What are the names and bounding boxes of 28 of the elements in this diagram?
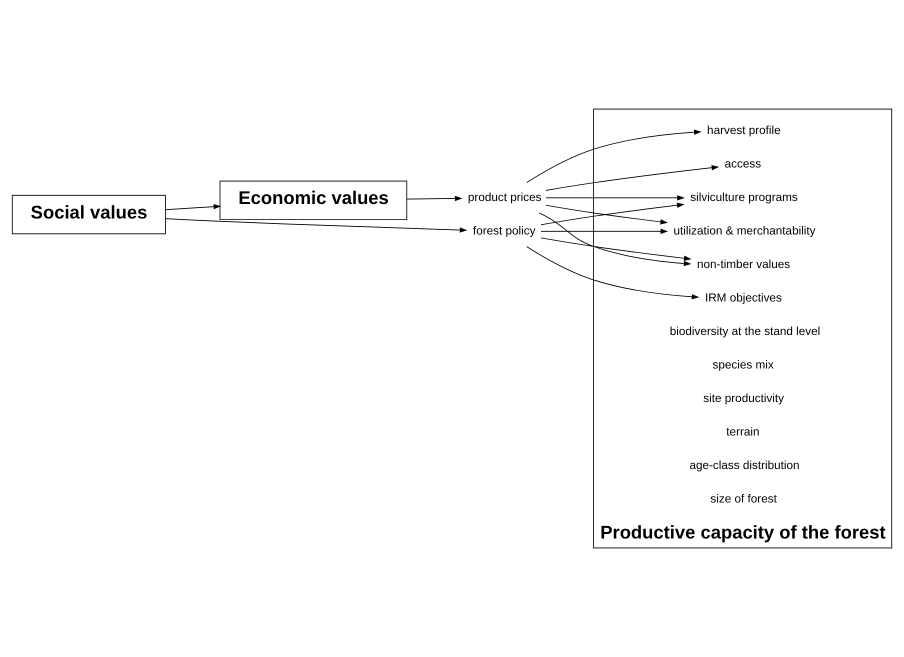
arrow (545, 165, 720, 191)
node-text: silviculture programs (690, 190, 798, 204)
node-text: species mix (712, 358, 774, 372)
arrow (165, 218, 468, 233)
node-text: age-class distribution (689, 458, 800, 472)
arrow (546, 195, 685, 200)
arrow (406, 196, 462, 202)
node-text: biodiversity at the stand level (670, 324, 820, 338)
node-text: site productivity (703, 392, 784, 405)
arrow (538, 212, 692, 266)
arrow (540, 237, 692, 261)
node-box: Social values (12, 194, 166, 234)
arrow (540, 202, 685, 226)
node-text: utilization & merchantability (674, 224, 816, 238)
arrow (526, 246, 700, 300)
node-box: Economic values (220, 180, 408, 220)
node-text: terrain (726, 425, 760, 438)
node-text: harvest profile (707, 124, 781, 137)
node-text: non-timber values (696, 258, 790, 271)
node-text: access (724, 157, 762, 170)
arrow (545, 204, 668, 224)
node-text: size of forest (710, 492, 777, 506)
node-text: IRM objectives (704, 291, 782, 304)
node-text: product prices (468, 190, 542, 204)
arrow (540, 228, 668, 234)
arrow (526, 130, 702, 183)
arrow (165, 204, 222, 210)
node-text: forest policy (472, 224, 536, 238)
